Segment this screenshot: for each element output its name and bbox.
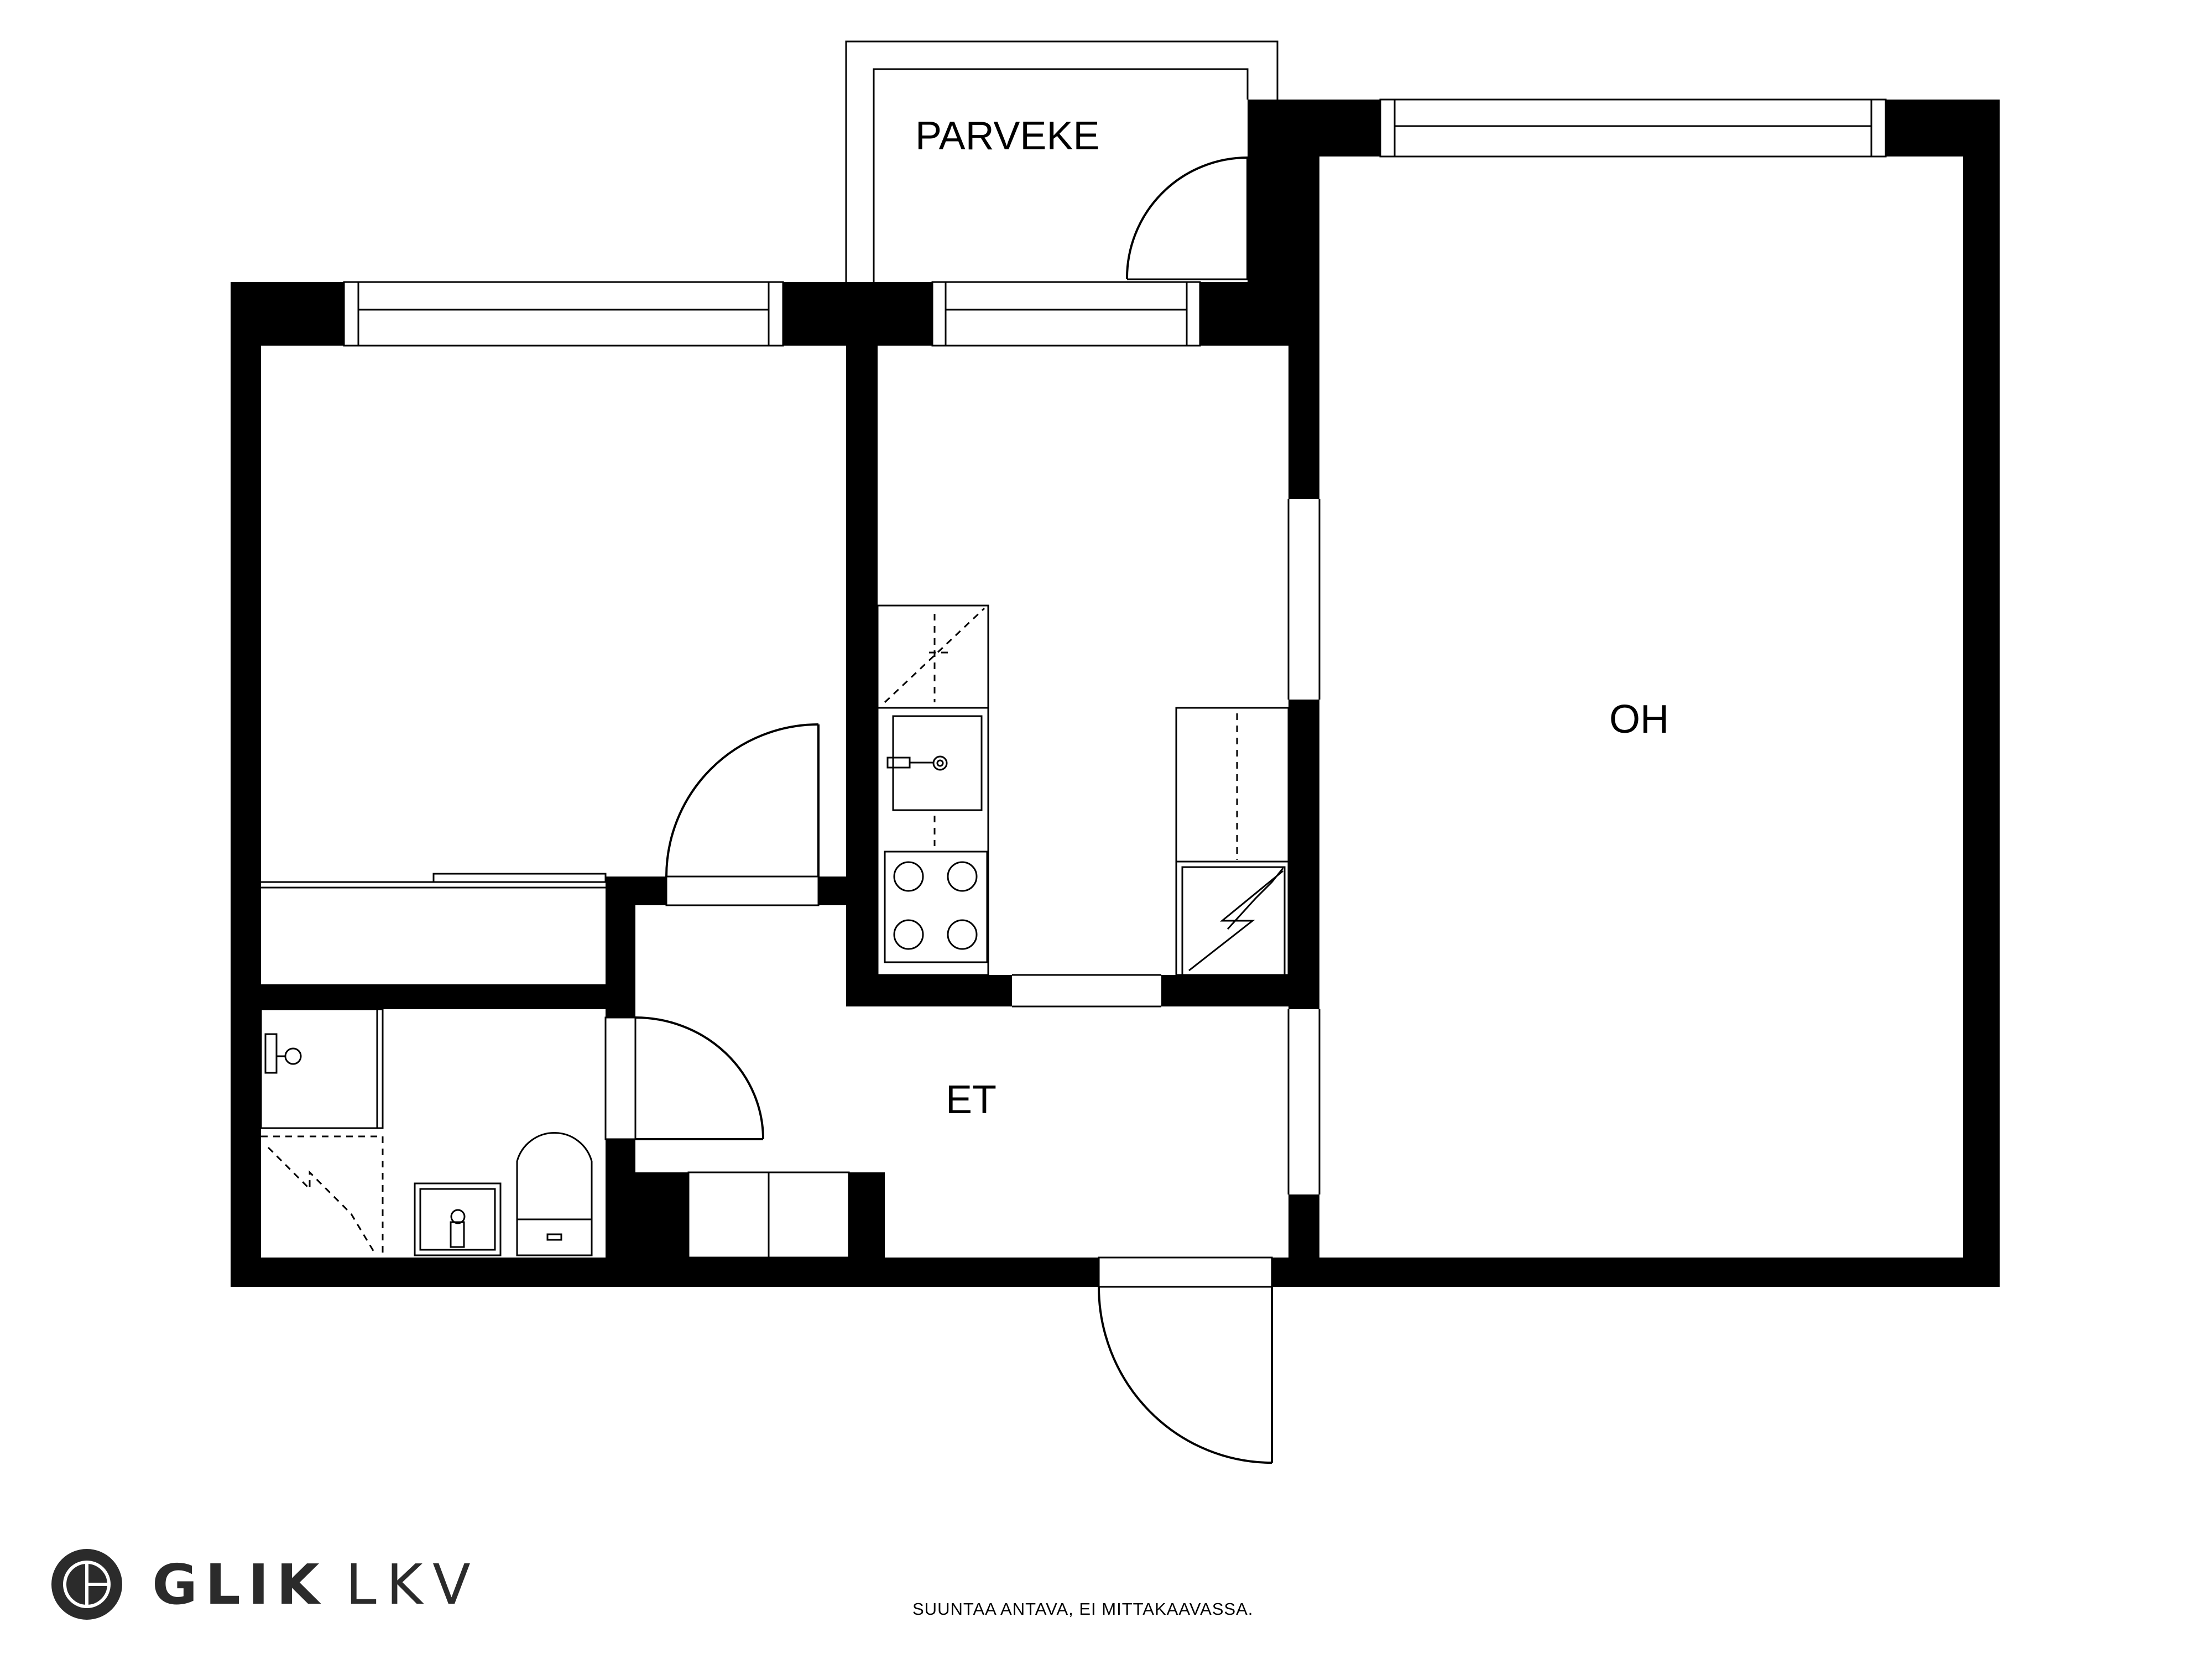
brand-name-light: LKV	[346, 1552, 481, 1617]
bathroom-sink	[414, 1182, 502, 1256]
balcony	[845, 40, 1279, 282]
kitchen-sink	[886, 715, 983, 811]
bathroom	[260, 1008, 593, 1258]
walls	[231, 100, 2000, 1287]
disclaimer-note: SUUNTAA ANTAVA, EI MITTAKAAVASSA.	[912, 1599, 1253, 1619]
toilet	[516, 1132, 593, 1256]
bedroom-door[interactable]	[665, 723, 820, 906]
fridge-cabinet	[1175, 707, 1290, 976]
balcony-door-swing	[1125, 156, 1248, 280]
room-label-entrance-hall: ET	[946, 1078, 997, 1122]
wardrobe	[261, 873, 607, 889]
glik-monogram-icon	[51, 1549, 122, 1620]
kitchen-counter	[877, 604, 989, 976]
stove	[884, 851, 988, 963]
entrance-closet	[687, 1171, 850, 1259]
bedroom-window	[343, 281, 784, 347]
windows	[343, 98, 1887, 347]
living-room-window	[1379, 98, 1887, 158]
bathroom-door[interactable]	[604, 1016, 764, 1140]
room-label-balcony: PARVEKE	[915, 114, 1100, 158]
room-label-living-room: OH	[1609, 697, 1669, 742]
brand-name-bold: GLIK	[152, 1552, 327, 1617]
entrance-door[interactable]	[1098, 1256, 1273, 1464]
kitchen-window	[931, 281, 1201, 347]
